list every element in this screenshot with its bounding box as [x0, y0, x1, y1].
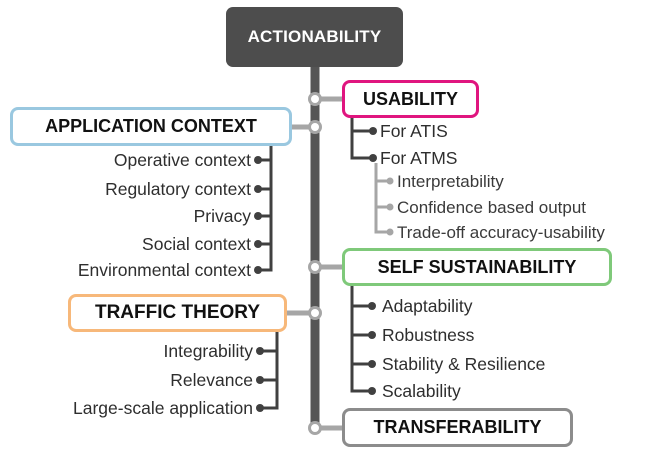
application-context-item-operative: Operative context [113, 150, 251, 170]
application-context-dot-2 [254, 185, 262, 193]
usability-subitem-interpretability: Interpretability [397, 172, 504, 191]
category-application-context-label: APPLICATION CONTEXT [45, 116, 257, 136]
category-traffic-theory: TRAFFIC THEORY [68, 294, 287, 332]
traffic-theory-dot-2 [256, 376, 264, 384]
application-context-item-environmental: Environmental context [77, 260, 251, 280]
category-transferability: TRANSFERABILITY [342, 408, 573, 447]
usability-sub-connector [374, 163, 388, 234]
self-sustainability-dot-1 [368, 302, 376, 310]
trunk-node-transferability [308, 421, 322, 435]
root-label: ACTIONABILITY [247, 27, 382, 46]
application-context-item-social: Social context [142, 234, 251, 254]
traffic-theory-dot-3 [256, 404, 264, 412]
application-context-item-regulatory: Regulatory context [105, 179, 251, 199]
application-context-dot-1 [254, 156, 262, 164]
usability-item-atms: For ATMS [380, 148, 458, 168]
application-context-item-privacy: Privacy [193, 206, 251, 226]
usability-sub-dot-2 [386, 203, 394, 211]
traffic-theory-item-relevance: Relevance [170, 370, 253, 390]
self-sustainability-dot-2 [368, 331, 376, 339]
usability-dot-atis [369, 127, 377, 135]
self-sustainability-item-adaptability: Adaptability [382, 296, 473, 316]
self-sustainability-dot-3 [368, 360, 376, 368]
traffic-theory-item-integrability: Integrability [163, 341, 254, 361]
self-sustainability-dot-4 [368, 387, 376, 395]
trunk-node-self-sustainability [308, 260, 322, 274]
category-self-sustainability-label: SELF SUSTAINABILITY [377, 256, 577, 277]
usability-connector [350, 116, 372, 160]
usability-subitem-tradeoff: Trade-off accuracy-usability [397, 223, 605, 242]
application-context-dot-5 [254, 266, 262, 274]
traffic-theory-dot-1 [256, 347, 264, 355]
application-context-dot-3 [254, 212, 262, 220]
category-traffic-theory-label: TRAFFIC THEORY [94, 302, 260, 323]
category-transferability-label: TRANSFERABILITY [373, 417, 542, 437]
self-sustainability-item-scalability: Scalability [382, 381, 461, 401]
usability-item-atis: For ATIS [380, 121, 448, 141]
trunk-node-traffic-theory [308, 306, 322, 320]
usability-sub-dot-3 [386, 228, 394, 236]
category-application-context: APPLICATION CONTEXT [10, 107, 292, 146]
usability-subitem-confidence: Confidence based output [397, 198, 587, 217]
category-usability-label: USABILITY [362, 88, 458, 109]
usability-dot-atms [369, 154, 377, 162]
self-sustainability-item-stability: Stability & Resilience [382, 354, 546, 374]
root-node-actionability: ACTIONABILITY [226, 7, 403, 67]
application-context-dot-4 [254, 240, 262, 248]
trunk-node-usability [308, 92, 322, 106]
traffic-theory-item-large-scale: Large-scale application [73, 398, 253, 418]
traffic-theory-connector [262, 330, 279, 410]
usability-sub-dot-1 [386, 177, 394, 185]
trunk-node-application-context [308, 120, 322, 134]
category-usability: USABILITY [342, 80, 479, 118]
category-self-sustainability: SELF SUSTAINABILITY [342, 248, 612, 286]
self-sustainability-item-robustness: Robustness [382, 325, 475, 345]
application-context-connector [260, 145, 273, 272]
self-sustainability-connector [350, 284, 370, 393]
